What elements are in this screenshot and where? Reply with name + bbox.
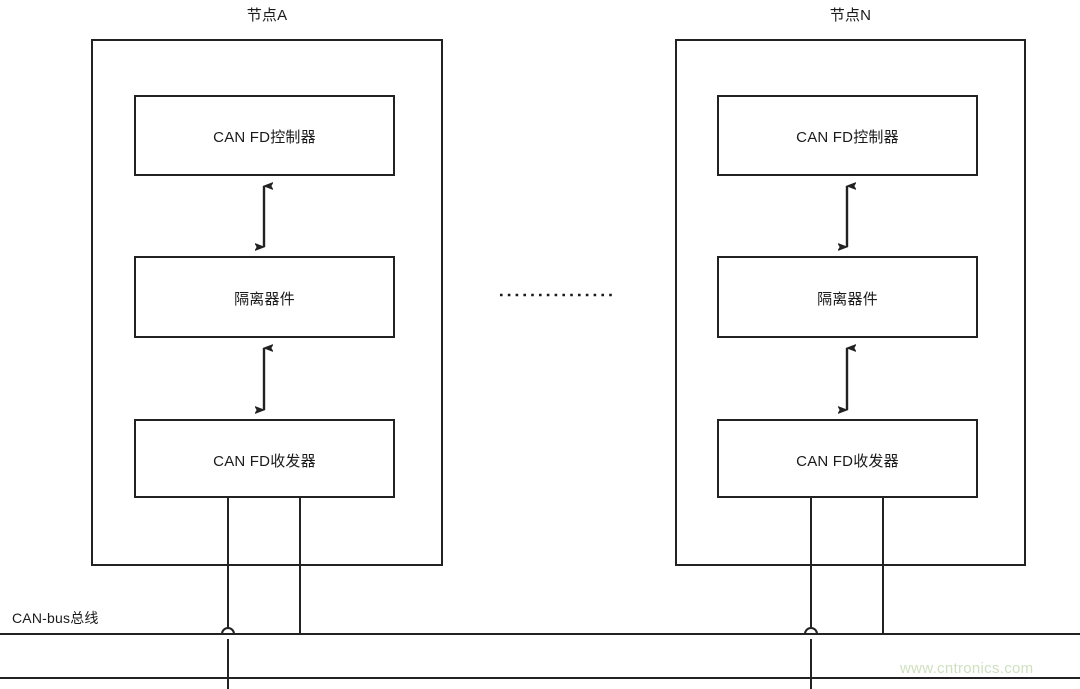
site-watermark: www.cntronics.com bbox=[900, 660, 1034, 677]
node-a-isolation-device-box bbox=[134, 256, 395, 338]
node-n-isolation-device-label: 隔离器件 bbox=[817, 291, 878, 308]
node-n-can-fd-controller-label: CAN FD控制器 bbox=[796, 129, 899, 146]
node-a-can-fd-transceiver-label: CAN FD收发器 bbox=[213, 453, 316, 470]
node-n-isolation-device-box bbox=[717, 256, 978, 338]
node-a-can-fd-controller-box bbox=[134, 95, 395, 176]
node-n-can-fd-transceiver-label: CAN FD收发器 bbox=[796, 453, 899, 470]
node-n-can-fd-controller-box bbox=[717, 95, 978, 176]
node-a-can-fd-transceiver-box bbox=[134, 419, 395, 498]
node-n-bus-hop-arc bbox=[804, 627, 818, 635]
node-a-group bbox=[91, 39, 443, 689]
node-n-title: 节点N bbox=[829, 7, 872, 24]
node-n-group bbox=[675, 39, 1026, 689]
node-a-can-fd-controller-label: CAN FD控制器 bbox=[213, 129, 316, 146]
can-bus-label: CAN-bus总线 bbox=[12, 610, 99, 626]
node-a-isolation-device-label: 隔离器件 bbox=[234, 291, 295, 308]
can-bus-group bbox=[0, 633, 1080, 679]
node-n-outer-frame bbox=[675, 39, 1026, 566]
node-a-outer-frame bbox=[91, 39, 443, 566]
node-a-bus-hop-arc bbox=[221, 627, 235, 635]
node-n-can-fd-transceiver-box bbox=[717, 419, 978, 498]
node-a-title: 节点A bbox=[246, 7, 288, 24]
